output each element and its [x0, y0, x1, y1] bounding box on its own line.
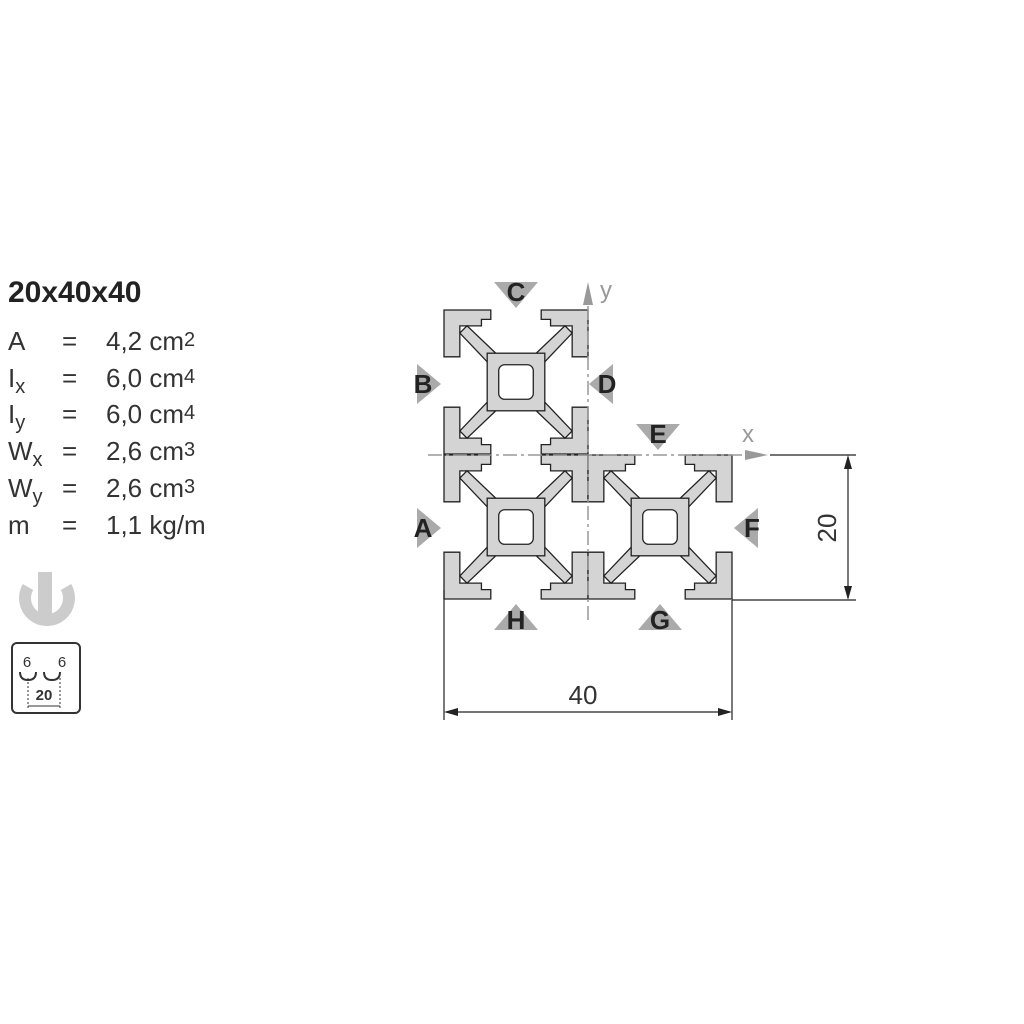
profile-cell — [443, 309, 589, 455]
slot-label-a: A — [414, 513, 433, 543]
slot-label-b: B — [414, 369, 433, 399]
slot-label-h: H — [507, 605, 526, 635]
property-equals: = — [62, 509, 78, 540]
property-equals: = — [62, 436, 78, 467]
profile-cell — [587, 454, 733, 600]
slot-marker-icon — [589, 364, 613, 404]
slot-spacing: 20 — [36, 687, 53, 704]
slot-marker-icon — [636, 424, 680, 450]
slot-marker-icon — [734, 508, 758, 548]
x-axis-label: x — [742, 421, 754, 448]
property-symbol: Iy — [8, 399, 26, 435]
property-symbol: m — [8, 509, 30, 540]
slot-size-icon: 6 6 20 — [11, 642, 81, 714]
y-axis-arrow-icon — [583, 282, 593, 305]
profile-cell — [443, 454, 589, 600]
property-symbol: A — [8, 326, 26, 356]
slot-width-right: 6 — [58, 654, 66, 671]
property-value: 2,6 cm3 — [106, 436, 196, 467]
property-value: 6,0 cm4 — [106, 362, 196, 393]
property-equals: = — [62, 362, 78, 393]
property-value: 2,6 cm3 — [106, 472, 196, 503]
profile-title: 20x40x40 — [8, 276, 142, 309]
slot-label-c: C — [507, 277, 526, 307]
property-symbol: Wx — [8, 436, 43, 472]
property-equals: = — [62, 326, 78, 356]
slot-marker-icon — [494, 282, 538, 308]
property-value: 6,0 cm4 — [106, 399, 196, 430]
property-symbol: Wy — [8, 472, 43, 508]
y-axis-label: y — [600, 277, 612, 304]
property-value: 1,1 kg/m — [106, 509, 206, 540]
slot-label-e: E — [649, 419, 666, 449]
slot-marker-icon — [638, 604, 682, 630]
property-symbol: Ix — [8, 362, 26, 398]
property-equals: = — [62, 399, 78, 430]
screw-icon — [19, 572, 75, 627]
property-equals: = — [62, 472, 78, 503]
property-value: 4,2 cm2 — [106, 326, 196, 356]
slot-label-d: D — [598, 369, 617, 399]
slot-label-g: G — [650, 605, 670, 635]
slot-width-left: 6 — [23, 654, 31, 671]
slot-marker-icon — [417, 364, 441, 404]
dimension-lines — [443, 454, 856, 720]
slot-label-f: F — [744, 513, 760, 543]
slot-marker-icon — [494, 604, 538, 630]
height-dimension: 20 — [812, 514, 842, 543]
x-axis-arrow-icon — [745, 450, 768, 460]
slot-marker-icon — [417, 508, 441, 548]
width-dimension: 40 — [569, 680, 598, 710]
